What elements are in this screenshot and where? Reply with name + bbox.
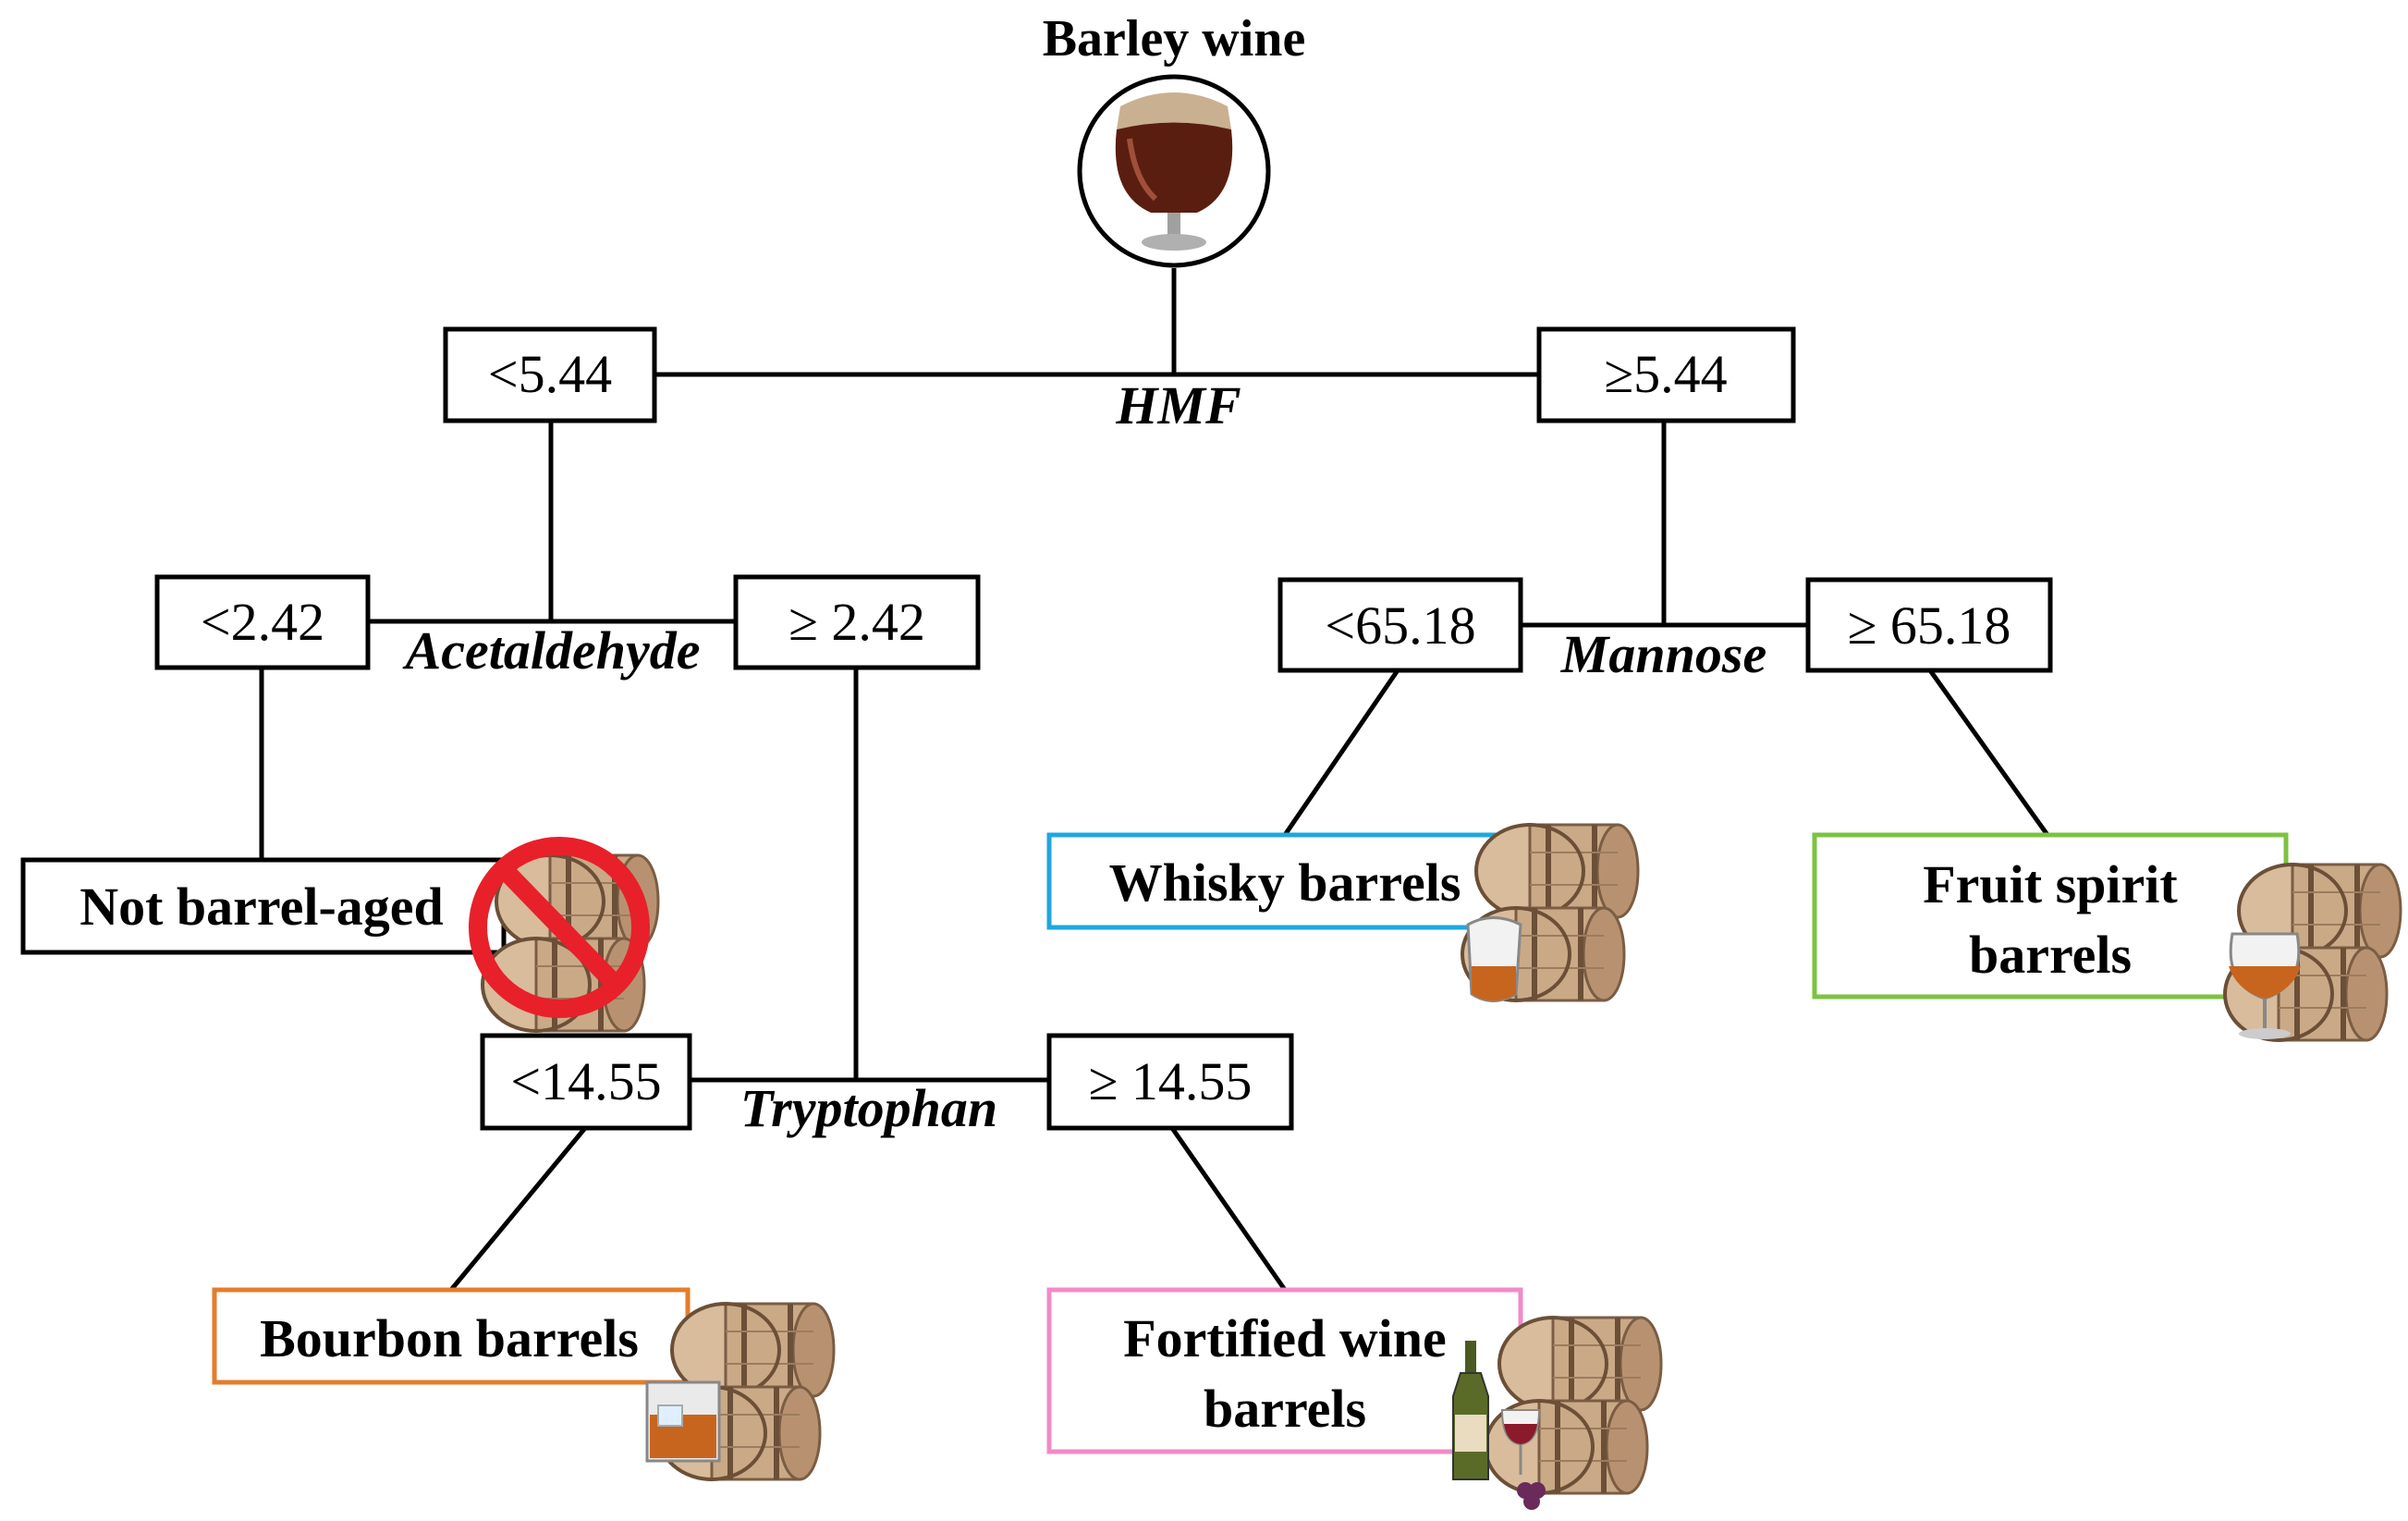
tree-edges <box>259 268 2050 1292</box>
leaf-bourbon-barrels: Bourbon barrels <box>212 1287 834 1479</box>
acet-low-threshold: <2.42 <box>201 592 324 652</box>
trp-low-node: <14.55 <box>480 1033 692 1131</box>
mannose-low-node: <65.18 <box>1277 577 1523 673</box>
edge-mannose-high-fruit <box>1927 669 2050 837</box>
leaf-whisky-barrels: Whisky barrels <box>1046 825 1638 1002</box>
feature-label-acetaldehyde: Acetaldehyde <box>403 620 701 681</box>
root-node: Barley wine <box>1043 10 1306 268</box>
root-title: Barley wine <box>1043 10 1306 67</box>
barrel-brandy-glass-icon <box>2225 865 2401 1040</box>
leaf-fruit-label-line2: barrels <box>1969 925 2132 985</box>
hmf-high-threshold: ≥5.44 <box>1604 344 1727 404</box>
acet-high-node: ≥ 2.42 <box>733 574 981 670</box>
barrel-whisky-glass-icon <box>1462 825 1638 1002</box>
leaf-fruit-spirit-barrels: Fruit spirit barrels <box>1812 832 2401 1040</box>
barrel-bourbon-glass-icon <box>645 1304 834 1479</box>
acet-low-node: <2.42 <box>154 574 371 670</box>
hmf-low-threshold: <5.44 <box>488 344 612 404</box>
hmf-high-node: ≥5.44 <box>1536 326 1796 423</box>
trp-low-threshold: <14.55 <box>510 1051 661 1111</box>
acet-high-threshold: ≥ 2.42 <box>788 592 925 652</box>
hmf-low-node: <5.44 <box>443 326 657 423</box>
leaf-bourbon-label: Bourbon barrels <box>260 1308 639 1368</box>
leaf-fortified-label-line2: barrels <box>1204 1379 1366 1439</box>
feature-label-hmf: HMF <box>1115 375 1241 435</box>
edge-trp-low-bourbon <box>449 1126 587 1292</box>
no-barrel-icon <box>469 837 658 1031</box>
leaf-not-barrel-aged-label: Not barrel-aged <box>79 877 444 937</box>
mannose-high-node: ≥ 65.18 <box>1805 577 2053 673</box>
leaf-whisky-label: Whisky barrels <box>1109 852 1461 913</box>
mannose-low-threshold: <65.18 <box>1325 595 1475 656</box>
edge-mannose-low-whisky <box>1282 669 1400 837</box>
leaf-fortified-label-line1: Fortified wine <box>1123 1308 1447 1368</box>
feature-label-mannose: Mannose <box>1560 624 1766 684</box>
feature-label-tryptophan: Tryptophan <box>740 1078 997 1138</box>
leaf-fruit-label-line1: Fruit spirit <box>1923 854 2178 914</box>
edge-trp-high-fortified <box>1169 1126 1288 1292</box>
barrel-wine-bottle-icon <box>1452 1318 1661 1510</box>
leaf-fortified-wine-barrels: Fortified wine barrels <box>1046 1287 1661 1510</box>
barley-wine-glass-icon <box>1077 74 1271 268</box>
leaf-not-barrel-aged: Not barrel-aged <box>20 837 658 1031</box>
mannose-high-threshold: ≥ 65.18 <box>1848 595 2011 656</box>
trp-high-node: ≥ 14.55 <box>1046 1033 1294 1131</box>
trp-high-threshold: ≥ 14.55 <box>1089 1051 1253 1111</box>
